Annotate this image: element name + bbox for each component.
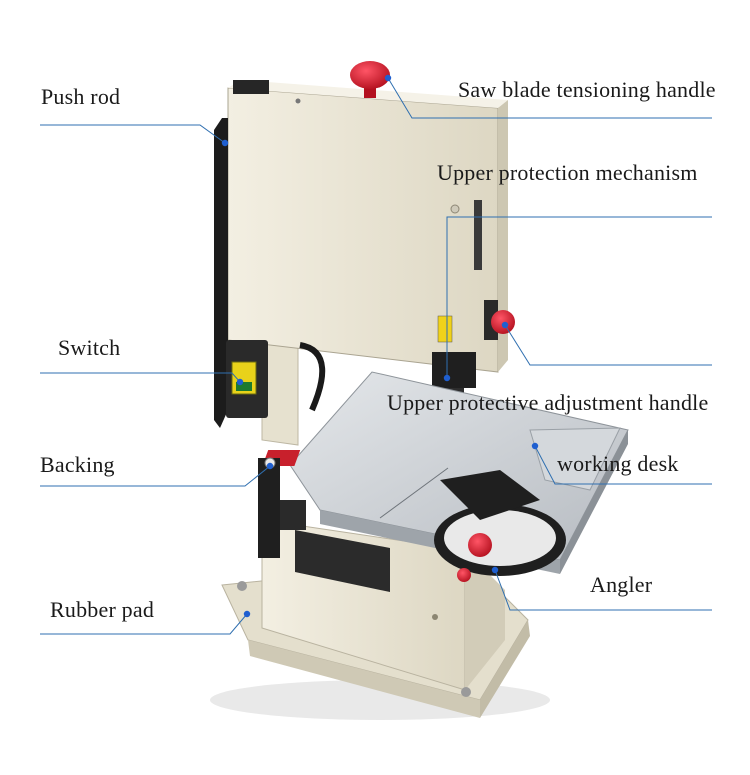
leader-backing bbox=[40, 465, 271, 487]
tensioning-handle bbox=[350, 61, 390, 98]
adjustment-handle bbox=[484, 300, 515, 340]
dot-rubber-pad bbox=[243, 610, 251, 618]
dot-switch bbox=[236, 378, 244, 386]
label-switch: Switch bbox=[58, 335, 121, 360]
angler-knob bbox=[468, 533, 492, 557]
band-saw-machine bbox=[210, 61, 629, 720]
label-adjustment-handle: Upper protective adjustment handle bbox=[387, 390, 709, 415]
leader-lines bbox=[40, 77, 712, 635]
label-tensioning-handle: Saw blade tensioning handle bbox=[458, 77, 716, 102]
leader-dots bbox=[221, 74, 539, 618]
leader-switch bbox=[40, 372, 241, 383]
dot-upper-protection bbox=[443, 374, 451, 382]
leader-rubber-pad bbox=[40, 613, 248, 635]
dot-push-rod bbox=[221, 139, 229, 147]
leader-working-desk bbox=[534, 445, 712, 485]
leader-upper-protection bbox=[446, 216, 712, 378]
dot-angler bbox=[491, 566, 499, 574]
switch-box bbox=[226, 340, 268, 418]
leader-angler bbox=[494, 569, 712, 611]
dot-adjustment bbox=[501, 321, 509, 329]
rubber-pad bbox=[237, 581, 247, 591]
leader-tensioning bbox=[387, 77, 712, 119]
upper-housing bbox=[227, 80, 508, 373]
angler-gauge bbox=[434, 470, 566, 582]
label-push-rod: Push rod bbox=[41, 84, 121, 109]
label-upper-protection: Upper protection mechanism bbox=[437, 160, 698, 185]
dot-working-desk bbox=[531, 442, 539, 450]
lower-cabinet bbox=[261, 519, 505, 691]
dot-tensioning bbox=[384, 74, 392, 82]
push-rod bbox=[214, 118, 228, 428]
label-angler: Angler bbox=[590, 572, 653, 597]
leader-adjustment bbox=[504, 324, 712, 366]
dot-backing bbox=[266, 462, 274, 470]
nameplate bbox=[295, 530, 390, 592]
label-rubber-pad: Rubber pad bbox=[50, 597, 155, 622]
label-backing: Backing bbox=[40, 452, 115, 477]
leader-push-rod bbox=[40, 124, 226, 144]
label-working-desk: working desk bbox=[557, 451, 679, 476]
warning-sticker bbox=[437, 315, 453, 343]
